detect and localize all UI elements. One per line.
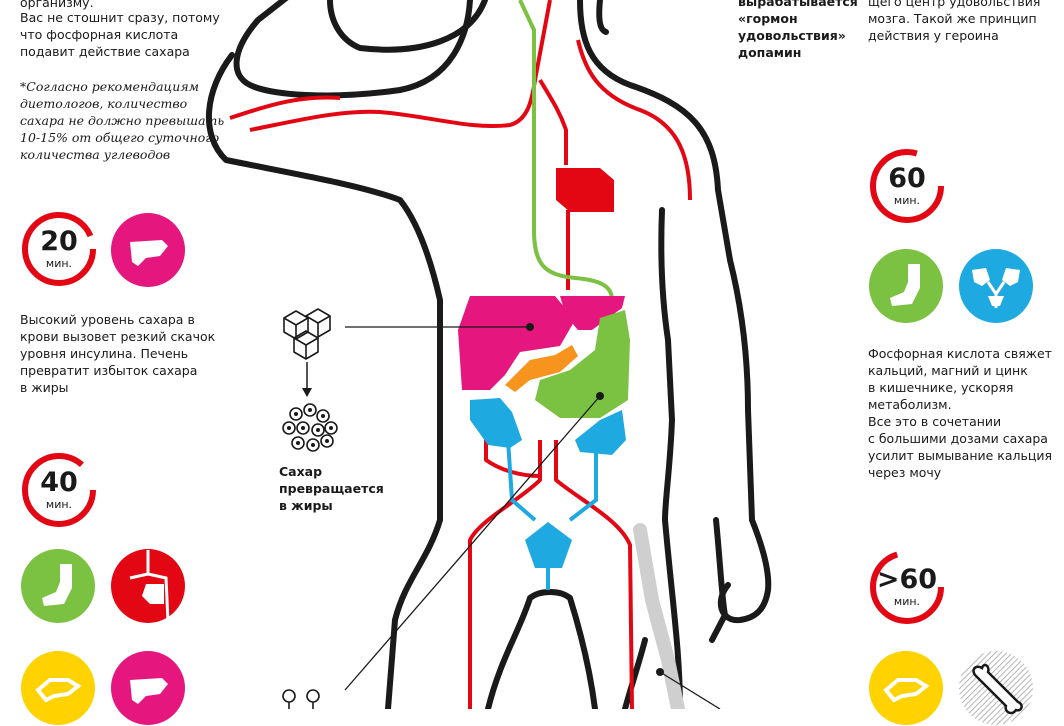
pancreas-organ bbox=[505, 345, 578, 392]
timer-ring bbox=[22, 453, 96, 527]
liver-icon bbox=[111, 651, 185, 725]
liver-icon bbox=[111, 213, 185, 287]
pancreas-icon bbox=[21, 651, 95, 725]
paragraph-60-line: метаболизм. bbox=[868, 397, 952, 412]
body-outline bbox=[205, 0, 772, 709]
bone-icon bbox=[959, 651, 1033, 725]
pointer-lines bbox=[344, 326, 721, 709]
timer-unit: мин. bbox=[893, 194, 921, 207]
timer-ring bbox=[870, 550, 944, 624]
liver-organ bbox=[458, 296, 575, 390]
paragraph-60-line: с большими дозами сахара bbox=[868, 431, 1048, 446]
timer-ring bbox=[870, 149, 944, 223]
dopamine-caption-line: допамин bbox=[738, 45, 802, 60]
stomach-icon bbox=[869, 249, 943, 323]
pointer-dot bbox=[526, 323, 534, 331]
molecule-icon bbox=[282, 689, 320, 709]
stomach-icon bbox=[21, 549, 95, 623]
pointer-dot bbox=[596, 392, 604, 400]
dopamine-caption-line: «гормон bbox=[738, 11, 798, 26]
footnote-line: диетологов, количество bbox=[20, 96, 188, 111]
timer-20-min: 20 мин. bbox=[20, 210, 98, 288]
paragraph-20-line: в жиры bbox=[20, 380, 69, 395]
fat-caption-line: Сахар bbox=[279, 464, 323, 479]
stomach-organ bbox=[535, 310, 630, 418]
kidney-right bbox=[575, 410, 626, 455]
timer-number: 60 bbox=[888, 163, 926, 194]
timer-number: 40 bbox=[40, 467, 78, 498]
paragraph-60-line: усилит вымывание кальция bbox=[868, 448, 1053, 463]
timer-unit: мин. bbox=[893, 595, 921, 608]
pancreas-icon bbox=[869, 651, 943, 725]
kidneys-icon bbox=[959, 249, 1033, 323]
paragraph-60-line: Все это в сочетании bbox=[868, 414, 1002, 429]
nerve-line bbox=[518, 0, 614, 301]
timer-number: 20 bbox=[40, 226, 78, 257]
footnote-line: сахара не должно превышать bbox=[20, 113, 225, 128]
body-diagram bbox=[205, 0, 772, 709]
femur-bone bbox=[633, 523, 685, 709]
right-top-line: действия у героина bbox=[868, 28, 999, 43]
right-top-line: мозга. Такой же принцип bbox=[868, 11, 1037, 26]
timer-ring bbox=[22, 212, 96, 286]
timer-40-min: 40 мин. bbox=[20, 451, 98, 529]
right-top-line: щего центр удовольствия bbox=[868, 0, 1041, 9]
intro-text-line: Вас не стошнит сразу, потому bbox=[20, 10, 220, 25]
timer-number: >60 bbox=[876, 564, 938, 595]
paragraph-60-line: в кишечнике, ускоряя bbox=[868, 380, 1014, 395]
timer-over-60-min: >60 мин. bbox=[868, 548, 946, 626]
timer-unit: мин. bbox=[45, 498, 73, 511]
heart-organ bbox=[556, 168, 614, 212]
paragraph-20-line: Высокий уровень сахара в bbox=[20, 312, 195, 327]
paragraph-60-line: через мочу bbox=[868, 465, 942, 480]
vessels-icon bbox=[111, 549, 185, 623]
dopamine-caption-line: удовольствия» bbox=[738, 28, 846, 43]
paragraph-20-line: крови вызовет резкий скачок bbox=[20, 329, 216, 344]
dopamine-caption-line: вырабатывается bbox=[738, 0, 858, 9]
fat-caption-line: в жиры bbox=[279, 498, 333, 513]
pointer-dot bbox=[656, 668, 664, 676]
paragraph-60-line: кальций, магний и цинк bbox=[868, 363, 1028, 378]
fat-cells-icon bbox=[282, 403, 338, 452]
timer-60-min: 60 мин. bbox=[868, 147, 946, 225]
paragraph-60-line: Фосфорная кислота свяжет bbox=[868, 346, 1052, 361]
paragraph-20-line: уровня инсулина. Печень bbox=[20, 346, 189, 361]
sugar-cubes-icon bbox=[283, 308, 331, 360]
footnote-line: количества углеводов bbox=[20, 147, 171, 162]
intro-text-line: подавит действие сахара bbox=[20, 44, 190, 59]
footnote-line: 10-15% от общего суточного bbox=[20, 130, 220, 145]
intro-text-line: организму. bbox=[20, 0, 94, 10]
arrow-down-icon bbox=[302, 362, 312, 397]
fat-caption-line: превращается bbox=[279, 481, 384, 496]
liver-organ-right-lobe bbox=[560, 296, 625, 330]
fat-cell-nuclei bbox=[287, 408, 333, 447]
kidney-left bbox=[470, 398, 522, 448]
footnote-line: *Согласно рекомендациям bbox=[20, 79, 199, 94]
timer-unit: мин. bbox=[45, 257, 73, 270]
bladder-organ bbox=[525, 522, 572, 568]
paragraph-20-line: превратит избыток сахара bbox=[20, 363, 198, 378]
intro-text-line: что фосфорная кислота bbox=[20, 27, 179, 42]
